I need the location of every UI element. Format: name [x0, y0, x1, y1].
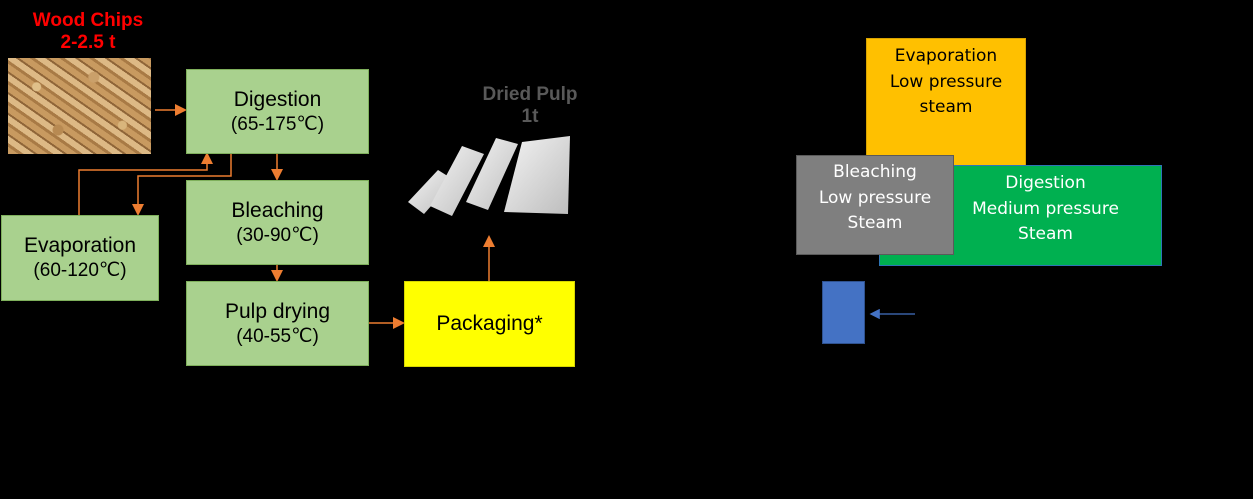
bleaching-temp: (30-90℃) [236, 224, 319, 246]
evaporation-steam-line3: steam [919, 97, 973, 117]
evaporation-steam-block: Evaporation Low pressure steam [866, 38, 1026, 168]
evaporation-steam-line2: Low pressure [889, 71, 1003, 92]
evaporation-steam-line1: Evaporation [894, 46, 998, 66]
arrow-digestion-to-evaporation [132, 154, 232, 216]
wood-chips-label: Wood Chips 2-2.5 t [8, 10, 168, 54]
wood-chips-amount: 2-2.5 t [60, 31, 116, 53]
dried-pulp-label: Dried Pulp 1t [460, 84, 600, 128]
digestion-box: Digestion (65-175℃) [186, 69, 369, 154]
packaging-box: Packaging* [404, 281, 575, 367]
dried-pulp-amount: 1t [521, 105, 539, 127]
digestion-title: Digestion [233, 87, 322, 111]
packaging-title: Packaging* [436, 312, 543, 335]
blue-block [822, 281, 865, 344]
bleaching-steam-line1: Bleaching [833, 162, 917, 182]
pulp-drying-title: Pulp drying [224, 299, 331, 323]
evaporation-box: Evaporation (60-120℃) [1, 215, 159, 301]
evaporation-temp: (60-120℃) [33, 260, 127, 282]
digestion-steam-line3: Steam [1018, 224, 1073, 244]
digestion-temp: (65-175℃) [230, 113, 325, 135]
digestion-steam-line1: Digestion [1005, 173, 1086, 193]
evaporation-title: Evaporation [23, 234, 137, 257]
bleaching-steam-block: Bleaching Low pressure Steam [796, 155, 954, 255]
wood-chips-title: Wood Chips [32, 10, 144, 31]
bleaching-title: Bleaching [231, 198, 324, 222]
dried-pulp-title: Dried Pulp [482, 84, 578, 105]
wood-chips-image [8, 58, 151, 154]
dried-pulp-image [408, 136, 570, 216]
bleaching-box: Bleaching (30-90℃) [186, 180, 369, 265]
pulp-drying-temp: (40-55℃) [236, 325, 319, 347]
bleaching-steam-line2: Low pressure [818, 187, 932, 208]
bleaching-steam-line3: Steam [847, 213, 903, 233]
digestion-steam-line2: Medium pressure [972, 198, 1119, 219]
arrow-evaporation-to-digestion [78, 152, 213, 215]
pulp-drying-box: Pulp drying (40-55℃) [186, 281, 369, 366]
